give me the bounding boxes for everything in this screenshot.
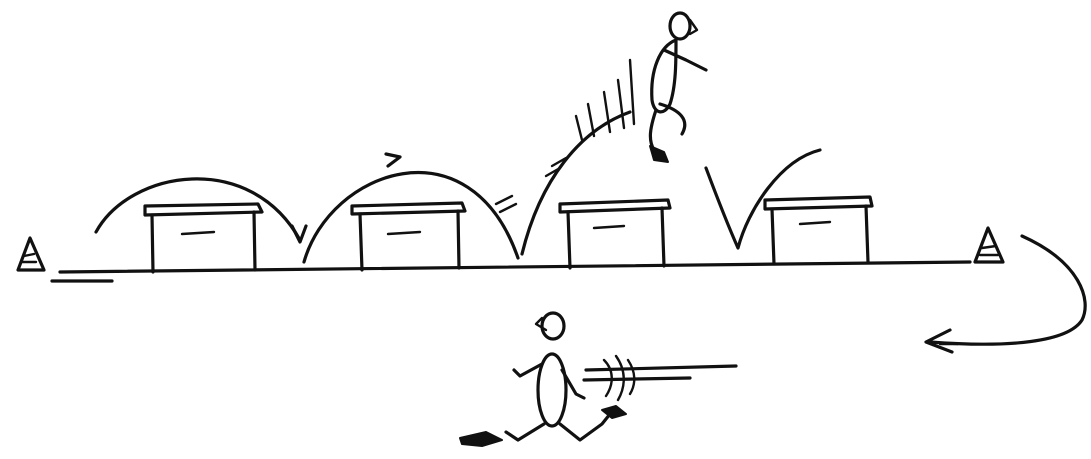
jumping-athlete — [648, 11, 708, 163]
jump-motion-lines — [574, 58, 636, 142]
jump-arc-2 — [302, 152, 520, 264]
return-arrow — [924, 234, 1087, 354]
jump-arc-4 — [704, 148, 822, 250]
end-cone — [973, 226, 1005, 264]
ground-line — [50, 260, 972, 283]
start-cone — [16, 236, 46, 272]
running-athlete — [459, 311, 627, 447]
box-1 — [143, 202, 264, 274]
box-3 — [558, 198, 672, 270]
run-motion-lines — [582, 354, 738, 402]
box-4 — [763, 195, 874, 266]
jump-arc-3 — [520, 110, 632, 256]
box-2 — [350, 201, 467, 272]
jump-arc-1 — [94, 177, 308, 244]
